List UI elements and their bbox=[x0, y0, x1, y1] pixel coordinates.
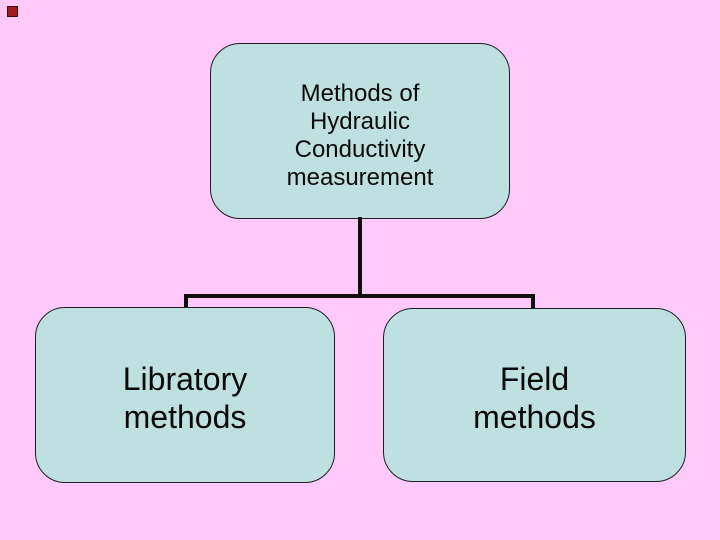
connector-stub-to-field bbox=[531, 294, 535, 310]
connector-horizontal-branch bbox=[184, 294, 535, 298]
node-label: Field methods bbox=[473, 361, 596, 435]
node-label: Libratory methods bbox=[122, 361, 248, 435]
node-methods-of-hydraulic-conductivity: Methods of Hydraulic Conductivity measur… bbox=[210, 43, 510, 219]
node-field-methods: Field methods bbox=[383, 308, 686, 482]
connector-vertical-from-root bbox=[358, 217, 362, 298]
node-label: Methods of Hydraulic Conductivity measur… bbox=[286, 80, 434, 191]
node-libratory-methods: Libratory methods bbox=[35, 307, 335, 483]
connector-stub-to-libratory bbox=[184, 294, 188, 309]
slide-corner-square-decoration bbox=[7, 6, 18, 17]
